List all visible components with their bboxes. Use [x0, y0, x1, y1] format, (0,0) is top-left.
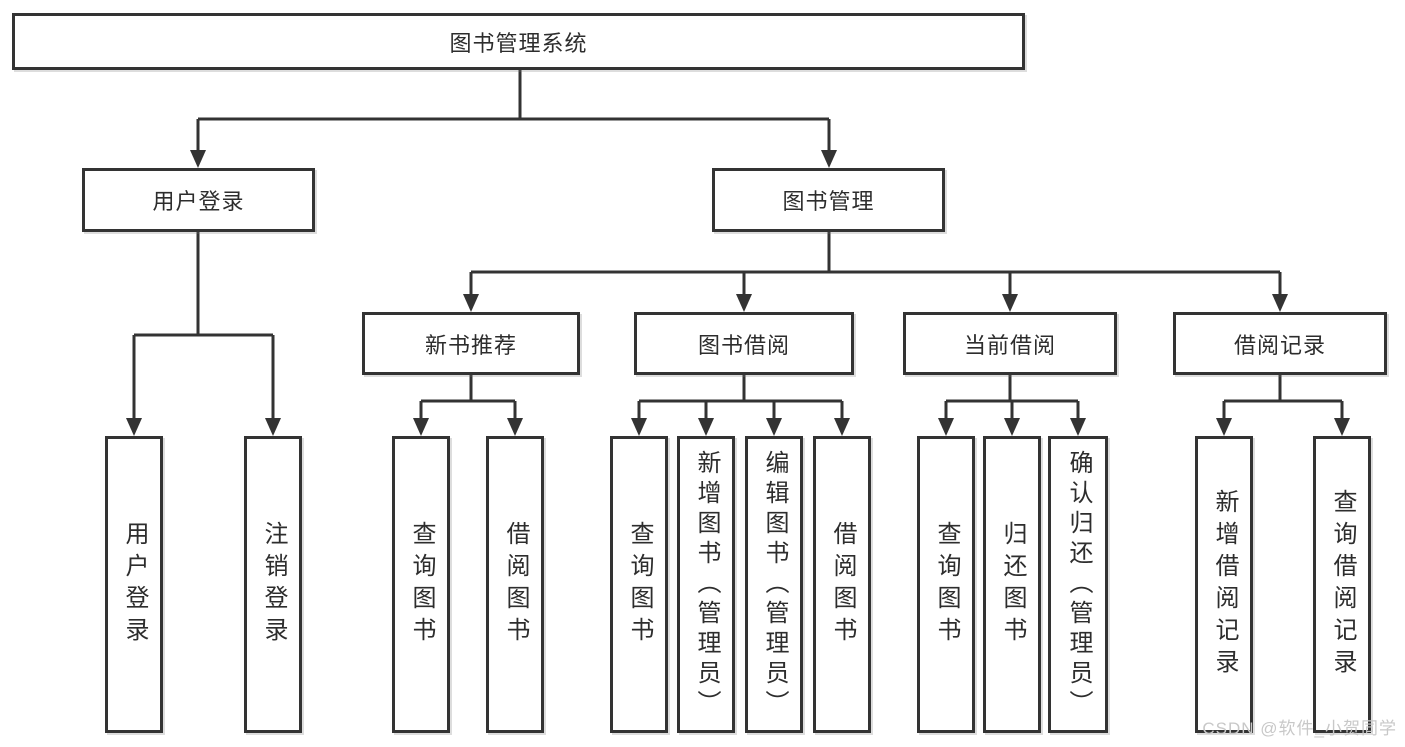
node-label: 新增图书（管理员） — [693, 449, 720, 720]
node-book-management: 图书管理 — [712, 168, 945, 232]
node-label: 新书推荐 — [424, 332, 517, 358]
node-label: 确认归还（管理员） — [1065, 449, 1092, 720]
node-label: 注销登录 — [260, 520, 287, 649]
leaf-return-book: 归还图书 — [983, 436, 1041, 733]
csdn-watermark: CSDN @软件_小贺同学 — [1202, 719, 1397, 738]
leaf-user-login: 用户登录 — [105, 436, 163, 733]
leaf-add-borrow-record: 新增借阅记录 — [1195, 436, 1253, 733]
node-label: 用户登录 — [121, 520, 148, 649]
leaf-query-borrow-record: 查询借阅记录 — [1313, 436, 1371, 733]
leaf-borrow-books-borrowing: 借阅图书 — [813, 436, 871, 733]
leaf-query-books-current: 查询图书 — [917, 436, 975, 733]
node-label: 借阅记录 — [1233, 332, 1326, 358]
node-label: 图书管理 — [782, 189, 875, 214]
node-label: 编辑图书（管理员） — [761, 449, 788, 720]
leaf-query-books-borrowing: 查询图书 — [610, 436, 668, 733]
node-label: 查询图书 — [626, 520, 653, 649]
leaf-confirm-return-admin: 确认归还（管理员） — [1048, 436, 1108, 733]
leaf-query-books-recommend: 查询图书 — [392, 436, 450, 733]
node-label: 借阅图书 — [829, 520, 856, 649]
node-label: 图书借阅 — [697, 332, 790, 358]
node-label: 归还图书 — [999, 520, 1026, 649]
node-label: 图书管理系统 — [449, 30, 588, 56]
node-borrowing-records: 借阅记录 — [1173, 312, 1387, 375]
node-user-login: 用户登录 — [82, 168, 315, 232]
leaf-add-book-admin: 新增图书（管理员） — [677, 436, 735, 733]
leaf-edit-book-admin: 编辑图书（管理员） — [745, 436, 803, 733]
arrowhead-icons — [126, 150, 1350, 436]
node-label: 当前借阅 — [963, 332, 1056, 358]
node-label: 查询借阅记录 — [1329, 488, 1356, 681]
node-book-borrowing: 图书借阅 — [634, 312, 854, 375]
node-new-book-recommendation: 新书推荐 — [362, 312, 580, 375]
node-label: 借阅图书 — [502, 520, 529, 649]
leaf-borrow-books-recommend: 借阅图书 — [486, 436, 544, 733]
node-label: 新增借阅记录 — [1211, 488, 1238, 681]
node-label: 用户登录 — [152, 189, 245, 214]
node-current-borrowing: 当前借阅 — [903, 312, 1117, 375]
leaf-logout: 注销登录 — [244, 436, 302, 733]
node-label: 查询图书 — [933, 520, 960, 649]
node-library-system: 图书管理系统 — [12, 13, 1025, 70]
node-label: 查询图书 — [408, 520, 435, 649]
